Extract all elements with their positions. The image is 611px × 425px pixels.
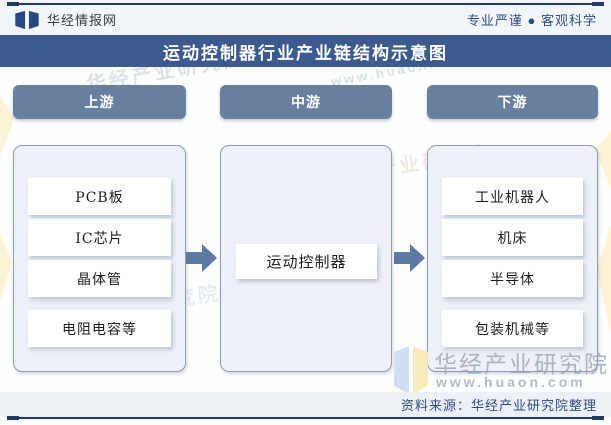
top-accent-line: [7, 2, 604, 6]
watermark-logo-icon: [394, 346, 428, 394]
stage-header-downstream: 下游: [427, 85, 598, 119]
item-card: 机床: [442, 219, 583, 256]
stage-header-midstream: 中游: [220, 85, 392, 119]
downstream-items: 工业机器人 机床 半导体 包装机械等: [442, 178, 583, 347]
arrow-right-icon: [394, 244, 425, 272]
item-label: 晶体管: [77, 271, 122, 288]
panel-upstream: PCB板 IC芯片 晶体管 电阻电容等: [13, 145, 186, 372]
item-card: IC芯片: [28, 219, 171, 256]
brand: 华经情报网: [14, 10, 117, 30]
item-label: 运动控制器: [266, 253, 347, 271]
item-card: 包装机械等: [442, 310, 583, 347]
item-card: 晶体管: [28, 260, 171, 297]
page-title: 运动控制器行业产业链结构示意图: [163, 43, 448, 63]
item-card: 工业机器人: [442, 178, 583, 215]
source-text: 资料来源：华经产业研究院整理: [400, 398, 597, 413]
huajing-logo-icon: [15, 10, 39, 29]
chart-title-bar: 运动控制器行业产业链结构示意图: [0, 35, 611, 67]
stage-header-upstream: 上游: [13, 85, 186, 119]
watermark-shape: [0, 232, 12, 302]
watermark-shape: [597, 225, 611, 335]
watermark-url: www.huaon.com: [436, 374, 586, 390]
item-label: 机床: [497, 230, 528, 247]
item-label: 半导体: [490, 271, 535, 288]
arrow-right-icon: [186, 244, 217, 272]
bottom-accent-line: [7, 416, 604, 420]
panel-midstream: 运动控制器: [220, 145, 392, 372]
brand-tagline: 专业严谨 ● 客观科学: [466, 13, 597, 28]
item-label: PCB板: [75, 189, 124, 206]
upstream-items: PCB板 IC芯片 晶体管 电阻电容等: [28, 178, 171, 347]
stage-label: 上游: [84, 94, 115, 110]
panel-downstream: 工业机器人 机床 半导体 包装机械等: [427, 145, 598, 372]
stage-label: 下游: [497, 94, 528, 110]
item-label: 工业机器人: [475, 189, 550, 206]
item-card: PCB板: [28, 178, 171, 215]
item-card: 半导体: [442, 260, 583, 297]
item-card: 运动控制器: [236, 244, 377, 279]
stage-label: 中游: [291, 94, 321, 110]
item-label: 电阻电容等: [62, 321, 137, 338]
item-card: 电阻电容等: [28, 310, 171, 347]
source-bar: 资料来源：华经产业研究院整理: [0, 392, 611, 417]
item-label: 包装机械等: [475, 321, 550, 338]
site-header: 华经情报网 专业严谨 ● 客观科学: [0, 0, 611, 35]
watermark-shape: [0, 96, 14, 156]
brand-name: 华经情报网: [47, 13, 118, 28]
item-label: IC芯片: [75, 230, 124, 247]
